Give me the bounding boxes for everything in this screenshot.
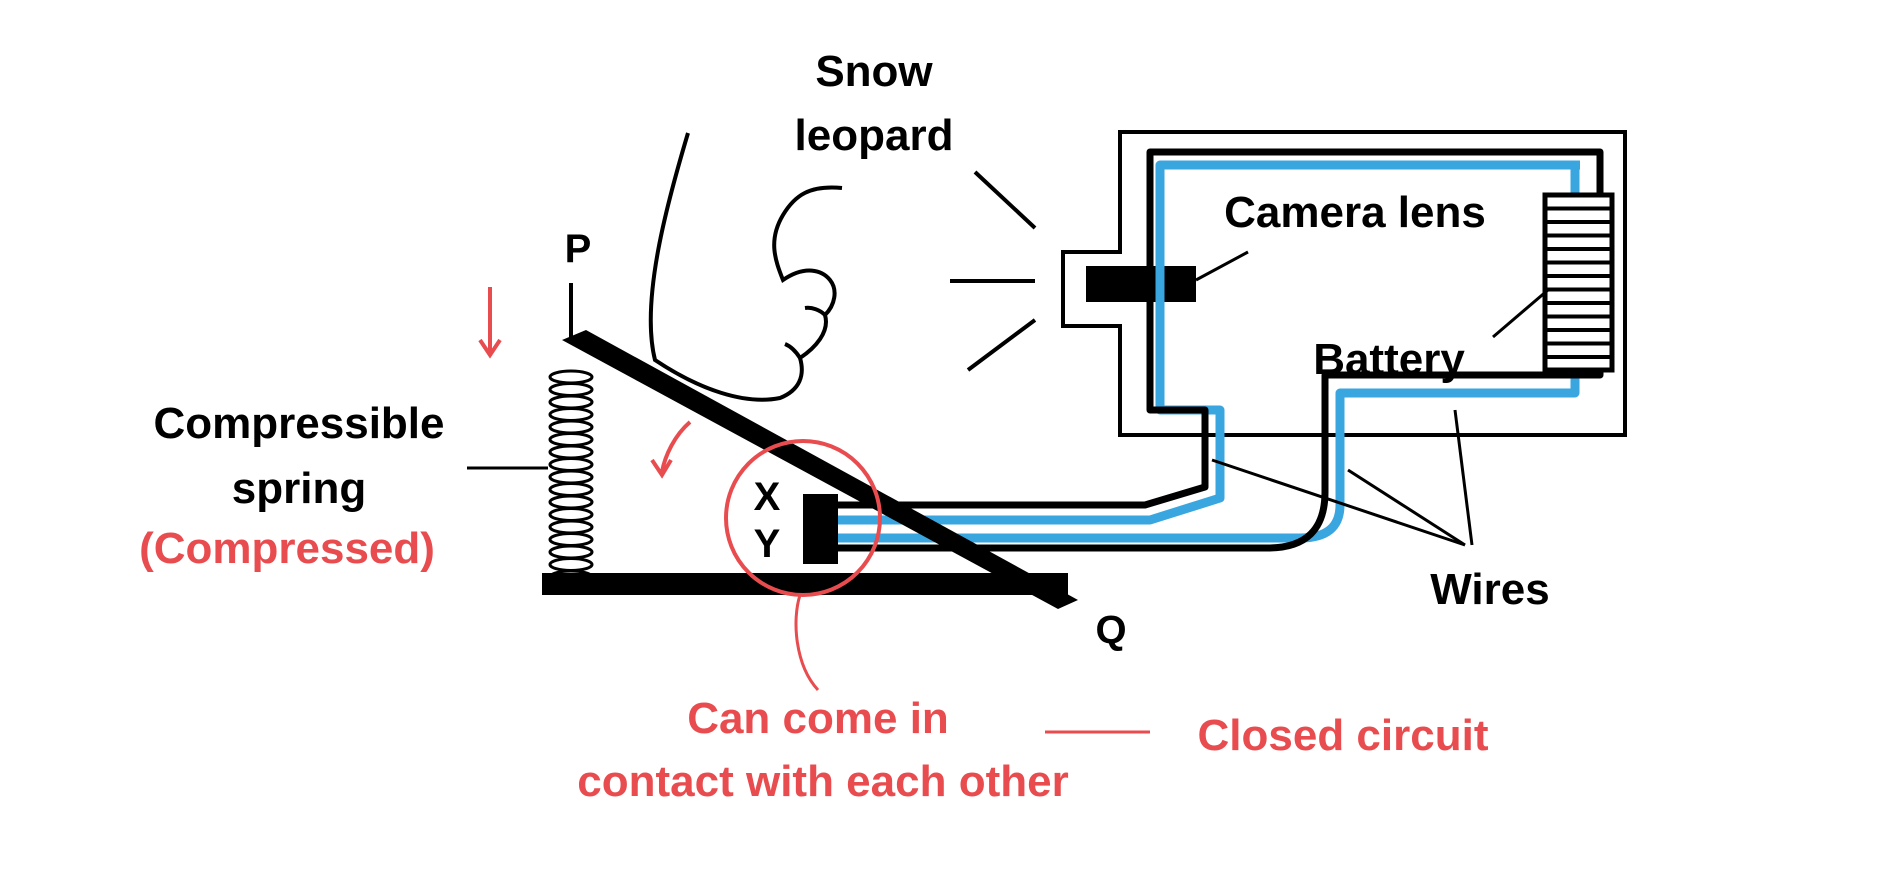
spring-coil xyxy=(548,394,594,410)
wire-leader-line xyxy=(1347,468,1466,547)
closed-circuit-label: Closed circuit xyxy=(1198,711,1489,760)
rotation-arrow xyxy=(650,420,692,479)
paw-toe-line xyxy=(784,342,802,360)
spring-coil xyxy=(548,469,594,485)
spring-coil xyxy=(548,532,594,547)
spring-coil xyxy=(548,519,594,535)
point-y-label: Y xyxy=(754,522,781,566)
spring-coil xyxy=(548,557,594,572)
spring-coil xyxy=(548,419,594,435)
spring-coil xyxy=(548,544,594,560)
spring-state-label: (Compressed) xyxy=(139,524,435,573)
spring-label-line1: Compressible xyxy=(154,399,445,448)
spring-coil xyxy=(548,507,594,522)
contact-highlight-circle xyxy=(724,439,882,597)
battery-leader-line xyxy=(1492,288,1549,339)
spring-coil xyxy=(548,457,594,472)
spring-coil xyxy=(548,494,594,510)
spring-coil xyxy=(548,444,594,460)
spring-coil xyxy=(548,482,594,497)
wire-leader-line xyxy=(1453,409,1474,546)
spring-coil xyxy=(548,369,594,385)
point-x-label: X xyxy=(754,475,781,519)
spring-coil xyxy=(548,407,594,422)
spring-coil xyxy=(548,569,594,585)
flash-rays xyxy=(950,170,1037,372)
contact-leader-line xyxy=(794,594,820,692)
camera-outer-casing xyxy=(1061,130,1627,437)
down-arrow xyxy=(478,287,502,359)
compressible-spring xyxy=(548,369,594,585)
spring-coil xyxy=(548,432,594,447)
snow-leopard-label-line1: Snow xyxy=(815,47,933,96)
spring-label-line2: spring xyxy=(232,464,366,513)
wire-leader-line xyxy=(1211,458,1466,547)
circuit-black-wire xyxy=(835,148,1604,552)
label-leader-lines xyxy=(1195,250,1549,547)
camera-lens xyxy=(1086,266,1196,302)
contact-note-line1: Can come in xyxy=(687,694,949,743)
snow-leopard-label-line2: leopard xyxy=(795,111,954,160)
camera-lens-label: Camera lens xyxy=(1224,188,1486,237)
point-q-label: Q xyxy=(1095,608,1126,652)
paw-toe-line xyxy=(804,305,827,317)
base-plate xyxy=(542,573,1068,595)
point-p-label: P xyxy=(565,227,592,271)
battery-label: Battery xyxy=(1313,335,1465,384)
lens-leader-line xyxy=(1195,250,1249,282)
battery xyxy=(1542,192,1615,373)
contact-note-line2: contact with each other xyxy=(577,757,1068,806)
spring-coil xyxy=(548,382,594,397)
snow-leopard-paw xyxy=(648,132,843,402)
wires-label: Wires xyxy=(1430,565,1549,614)
contact-plate xyxy=(803,494,838,564)
lever-pq xyxy=(562,330,1078,609)
